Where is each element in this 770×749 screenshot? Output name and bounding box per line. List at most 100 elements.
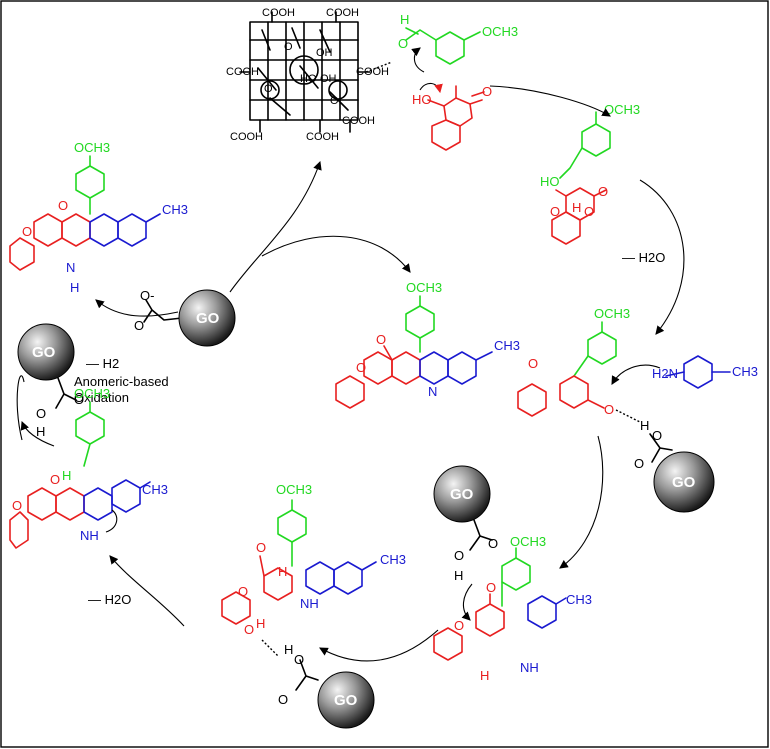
- aldehyde-attack-arrow: [411, 47, 425, 73]
- adduct-h-label: H: [572, 200, 581, 215]
- go-bottom-carbonyl-o: O: [278, 692, 288, 707]
- aldehyde-h-label: H: [400, 12, 409, 27]
- go-carboxylate-catalyst: O- O GO: [134, 288, 236, 347]
- michael-nh-label: NH: [520, 660, 539, 675]
- product-n-label: N: [428, 384, 437, 399]
- carboxylate-o: O: [134, 318, 144, 333]
- go-left-carbonyl-o: O: [74, 392, 84, 407]
- product-ch3-label: CH3: [494, 338, 520, 353]
- oh-label-1: OH: [316, 47, 333, 59]
- acridinium-ring-o: O: [22, 224, 32, 239]
- cooh-label-2: COOH: [326, 7, 359, 19]
- go-sphere-left: [17, 323, 75, 381]
- 4-hydroxycoumarin: [427, 85, 485, 151]
- oh-label-2: OH: [320, 73, 337, 85]
- go-br-h: H: [454, 568, 463, 583]
- cyclized-oh-o: O: [244, 622, 254, 637]
- product-ring-o: O: [356, 360, 366, 375]
- adduct-o-right: O: [598, 184, 608, 199]
- michael-enol-h: H: [480, 668, 489, 683]
- adduct-ho-label: HO: [540, 174, 560, 189]
- adduct-ring-o: O: [584, 204, 594, 219]
- michael-ch3-label: CH3: [566, 592, 592, 607]
- michael-adduct: GO O O H OCH3 O O H CH3 NH: [433, 465, 592, 683]
- enone-ketone-o: O: [604, 402, 614, 417]
- arrow-to-go-sheet: [229, 160, 322, 293]
- go-sphere-bottom-right: [433, 465, 491, 523]
- go-bottom-oh-o: O: [294, 652, 304, 667]
- epoxide-o-2: O: [264, 83, 273, 95]
- epoxide-o-3: O: [330, 95, 339, 107]
- arrow-to-product: [261, 235, 411, 273]
- dihydro-ring-o: O: [12, 498, 22, 513]
- dihydro-intermediate: OCH3 H O O CH3 NH: [9, 386, 168, 549]
- knoevenagel-enone: OCH3 O O H: [517, 306, 649, 433]
- coumarin-ho-label: HO: [412, 92, 432, 107]
- cooh-label-6: COOH: [306, 131, 339, 143]
- acridinium-h-label: H: [70, 280, 79, 295]
- cyclized-carbonyl-o: O: [256, 540, 266, 555]
- toluidine-h2n-label: H2N: [652, 366, 678, 381]
- arrow-to-cyclized: [319, 629, 439, 662]
- electron-push-arrow-top: [419, 82, 443, 94]
- enone-och3-label: OCH3: [594, 306, 630, 321]
- ho-label-1: HO: [300, 73, 317, 85]
- aldol-adduct: OCH3 HO O O O H: [540, 102, 640, 245]
- carboxylate-o-minus: O-: [140, 288, 154, 303]
- aldehyde-o-label: O: [398, 36, 408, 51]
- cyclized-h: H: [278, 564, 287, 579]
- acridinium-ch3-label: CH3: [162, 202, 188, 217]
- hydride-transfer-arrow: [20, 420, 55, 447]
- p-toluidine: H2N CH3: [611, 355, 758, 389]
- dihydro-h-label: H: [62, 468, 71, 483]
- cyclized-intermediate: OCH3 O O H O H CH3 NH H: [221, 482, 406, 657]
- cycle-arrows: [16, 85, 685, 662]
- graphene-oxide-labels: COOH COOH COOH COOH COOH COOH COOH OH HO…: [226, 7, 389, 143]
- dihydro-carbonyl-o: O: [50, 472, 60, 487]
- go-label-right: GO: [672, 474, 696, 491]
- h-bond-dashes-enone: [615, 409, 641, 423]
- acridinium-n-label: N: [66, 260, 75, 275]
- chromeno-acridine-product: OCH3 O O N CH3: [335, 280, 520, 409]
- go-left-oh-o: O: [36, 406, 46, 421]
- go-cooh-catalyst-left: GO O O H: [17, 323, 84, 439]
- anomeric-label-line1: Anomeric-based: [74, 374, 169, 389]
- h-bond-dashes-cyclized: [261, 639, 279, 657]
- michael-och3-label: OCH3: [510, 534, 546, 549]
- arrow-oxidation-left: [16, 375, 25, 441]
- go-cooh-catalyst-right: O O GO: [634, 428, 715, 513]
- water-loss-label-right: — H2O: [622, 250, 665, 265]
- arrow-to-michael: [559, 435, 604, 569]
- arrow-to-acridinium: [95, 299, 179, 317]
- dihydro-ch3-label: CH3: [142, 482, 168, 497]
- cooh-label-3: COOH: [226, 66, 259, 78]
- go-label-center: GO: [196, 310, 220, 327]
- product-och3-label: OCH3: [406, 280, 442, 295]
- acridinium-carbonyl-o: O: [58, 198, 68, 213]
- cooh-label-5: COOH: [230, 131, 263, 143]
- cyclized-nh-label: NH: [300, 596, 319, 611]
- cooh-label-4: COOH: [356, 66, 389, 78]
- go-sphere-right: [653, 451, 715, 513]
- go-left-h: H: [36, 424, 45, 439]
- p-anisaldehyde: [405, 27, 481, 65]
- go-bottom-h: H: [284, 642, 293, 657]
- toluidine-ch3-label: CH3: [732, 364, 758, 379]
- michael-carbonyl-o: O: [486, 580, 496, 595]
- cyclized-oh-h: H: [256, 616, 265, 631]
- arrow-to-adduct: [489, 85, 611, 117]
- cooh-label-7: COOH: [342, 115, 375, 127]
- acridinium-intermediate: OCH3 O O CH3 N H: [9, 140, 188, 295]
- enone-lactone-o: O: [528, 356, 538, 371]
- go-right-oh-o: O: [652, 428, 662, 443]
- adduct-och3-label: OCH3: [604, 102, 640, 117]
- cyclized-ring-o: O: [238, 584, 248, 599]
- go-label-left: GO: [32, 344, 56, 361]
- arrow-to-dihydro: [109, 555, 185, 627]
- cooh-label-1: COOH: [262, 7, 295, 19]
- enone-go-h: H: [640, 418, 649, 433]
- epoxide-o-1: O: [284, 41, 293, 53]
- go-br-oh-o: O: [454, 548, 464, 563]
- dihydro-och3-label: OCH3: [74, 386, 110, 401]
